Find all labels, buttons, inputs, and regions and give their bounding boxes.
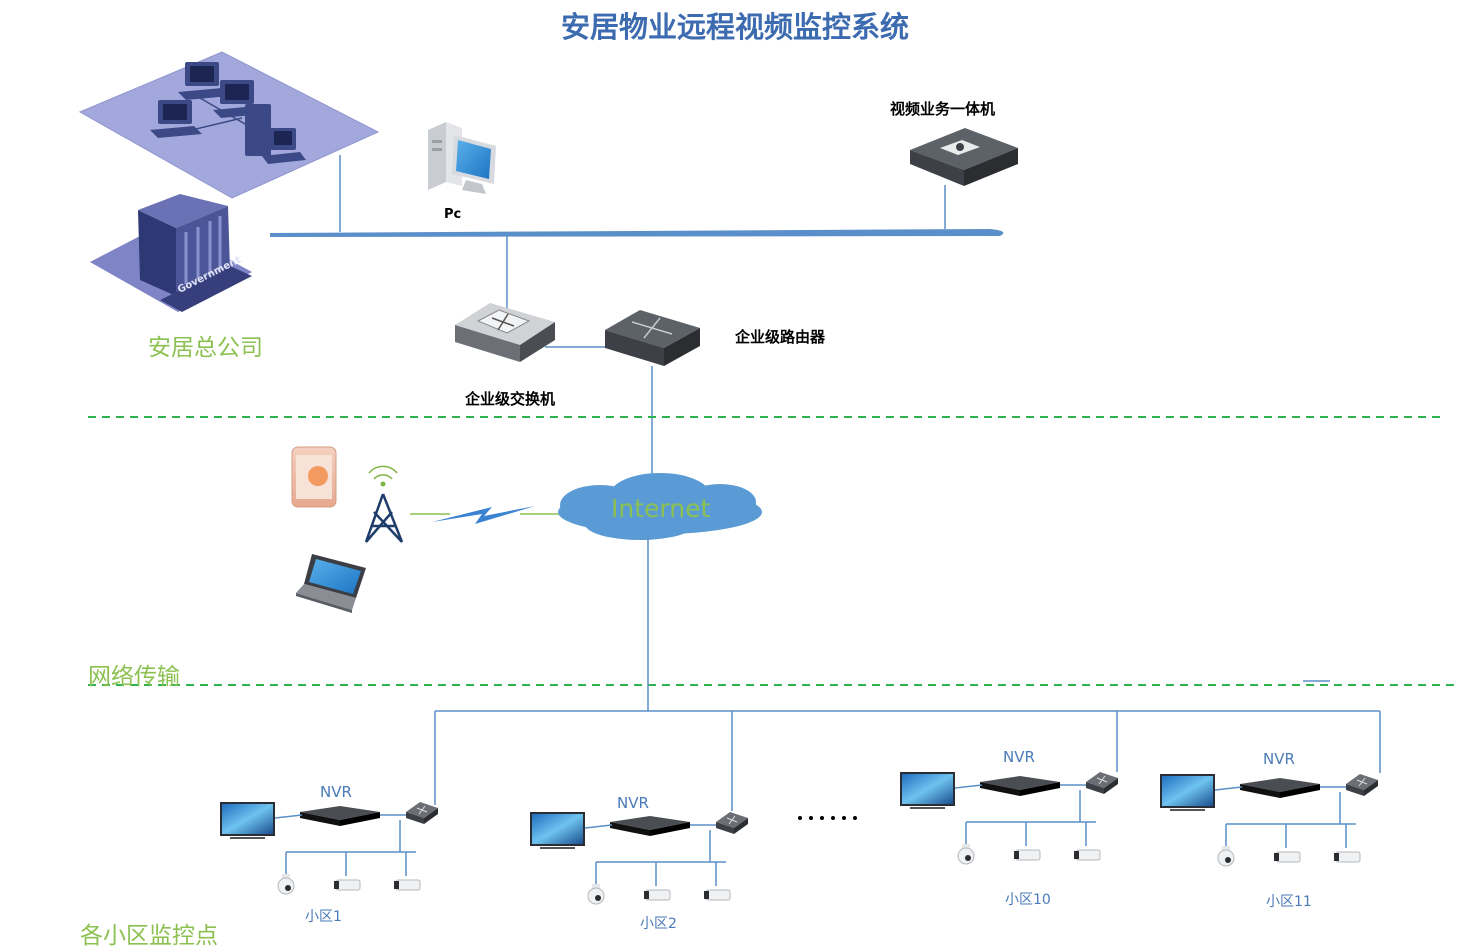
tv-monitor-icon xyxy=(220,802,275,839)
tv-monitor-icon xyxy=(1160,774,1215,811)
site11-name: 小区11 xyxy=(1266,894,1312,910)
bullet-camera-icon xyxy=(1334,851,1361,863)
tv-monitor-icon xyxy=(530,812,585,849)
poe-switch-icon xyxy=(1346,774,1378,796)
internet-cloud-icon xyxy=(558,473,762,540)
poe-switch-icon xyxy=(1086,772,1118,794)
dome-camera-icon xyxy=(277,874,295,895)
site2-nvr-label: NVR xyxy=(617,794,649,812)
laptop-icon xyxy=(296,554,366,613)
hq-lan-bus xyxy=(270,155,1004,310)
diagram-title: 安居物业远程视频监控系统 xyxy=(560,10,909,44)
bullet-camera-icon xyxy=(1274,851,1301,863)
pc-label: Pc xyxy=(444,207,462,222)
zone-label-hq: 安居总公司 xyxy=(148,335,263,361)
site11-nvr-label: NVR xyxy=(1263,750,1295,768)
site2-name: 小区2 xyxy=(640,916,677,932)
site-backbone xyxy=(434,535,1381,811)
site1-nvr-label: NVR xyxy=(320,783,352,801)
site1-name: 小区1 xyxy=(305,909,342,925)
switch-label: 企业级交换机 xyxy=(465,390,556,408)
site-cluster-3 xyxy=(900,772,1118,865)
zone-label-network: 网络传输 xyxy=(88,664,180,690)
wireless-link xyxy=(410,506,562,524)
bullet-camera-icon xyxy=(1074,849,1101,861)
zone-label-sites: 各小区监控点 xyxy=(80,923,218,949)
enterprise-switch-icon xyxy=(455,303,555,362)
site-cluster-2 xyxy=(530,812,748,905)
video-server-label: 视频业务一体机 xyxy=(890,100,996,118)
dome-camera-icon xyxy=(587,884,605,905)
bullet-camera-icon xyxy=(1014,849,1041,861)
dome-camera-icon xyxy=(1217,846,1235,867)
bullet-camera-icon xyxy=(394,879,421,891)
more-sites-ellipsis xyxy=(798,816,857,820)
bullet-camera-icon xyxy=(704,889,731,901)
nvr-icon xyxy=(980,776,1060,796)
smartphone-icon xyxy=(291,446,337,508)
nvr-icon xyxy=(610,816,690,836)
poe-switch-icon xyxy=(406,802,438,824)
bullet-camera-icon xyxy=(334,879,361,891)
video-server-icon xyxy=(910,128,1018,186)
site-cluster-1 xyxy=(220,802,438,895)
site-cluster-4 xyxy=(1160,774,1378,867)
pc-icon xyxy=(428,122,496,194)
poe-switch-icon xyxy=(716,812,748,834)
government-building-icon xyxy=(90,194,252,312)
hq-office-network-icon xyxy=(78,51,380,199)
nvr-icon xyxy=(1240,778,1320,798)
bullet-camera-icon xyxy=(644,889,671,901)
cell-tower-icon xyxy=(364,465,404,543)
site10-name: 小区10 xyxy=(1005,892,1051,908)
internet-label: Internet xyxy=(611,494,711,523)
enterprise-router-icon xyxy=(605,310,700,366)
dome-camera-icon xyxy=(957,844,975,865)
tv-monitor-icon xyxy=(900,772,955,809)
nvr-icon xyxy=(300,806,380,826)
router-label: 企业级路由器 xyxy=(735,328,826,346)
site10-nvr-label: NVR xyxy=(1003,748,1035,766)
